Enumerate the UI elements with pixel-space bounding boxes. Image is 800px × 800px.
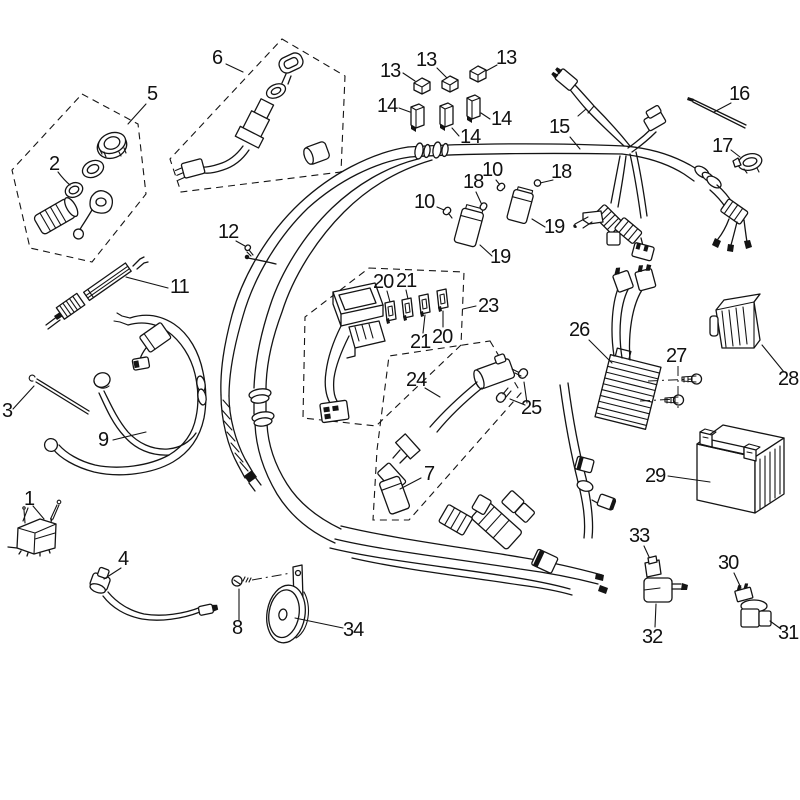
svg-text:32: 32 [642,626,663,648]
svg-text:14: 14 [377,95,398,117]
svg-text:14: 14 [460,126,481,148]
svg-text:5: 5 [147,83,158,105]
svg-text:29: 29 [645,465,666,487]
svg-text:31: 31 [778,622,799,644]
svg-text:33: 33 [629,525,650,547]
svg-text:14: 14 [491,108,512,130]
svg-text:12: 12 [218,221,239,243]
svg-text:18: 18 [463,171,484,193]
svg-text:10: 10 [482,159,503,181]
svg-text:20: 20 [432,326,453,348]
svg-text:24: 24 [406,369,427,391]
svg-text:8: 8 [232,617,243,639]
svg-text:1: 1 [24,488,35,510]
svg-text:13: 13 [380,60,401,82]
svg-text:27: 27 [666,345,687,367]
svg-text:21: 21 [396,270,417,292]
svg-text:19: 19 [490,246,511,268]
svg-text:18: 18 [551,161,572,183]
svg-text:13: 13 [496,47,517,69]
svg-text:4: 4 [118,548,129,570]
svg-text:34: 34 [343,619,364,641]
svg-text:3: 3 [2,400,13,422]
svg-text:19: 19 [544,216,565,238]
svg-text:17: 17 [712,135,733,157]
svg-text:21: 21 [410,331,431,353]
svg-text:30: 30 [718,552,739,574]
svg-text:10: 10 [414,191,435,213]
svg-text:2: 2 [49,153,60,175]
svg-text:9: 9 [98,429,109,451]
svg-text:20: 20 [373,271,394,293]
svg-text:11: 11 [170,276,190,298]
svg-text:26: 26 [569,319,590,341]
svg-text:6: 6 [212,47,223,69]
svg-text:16: 16 [729,83,750,105]
svg-text:25: 25 [521,397,542,419]
svg-text:13: 13 [416,49,437,71]
svg-text:28: 28 [778,368,799,390]
svg-text:7: 7 [424,463,435,485]
svg-text:23: 23 [478,295,499,317]
svg-text:15: 15 [549,116,570,138]
